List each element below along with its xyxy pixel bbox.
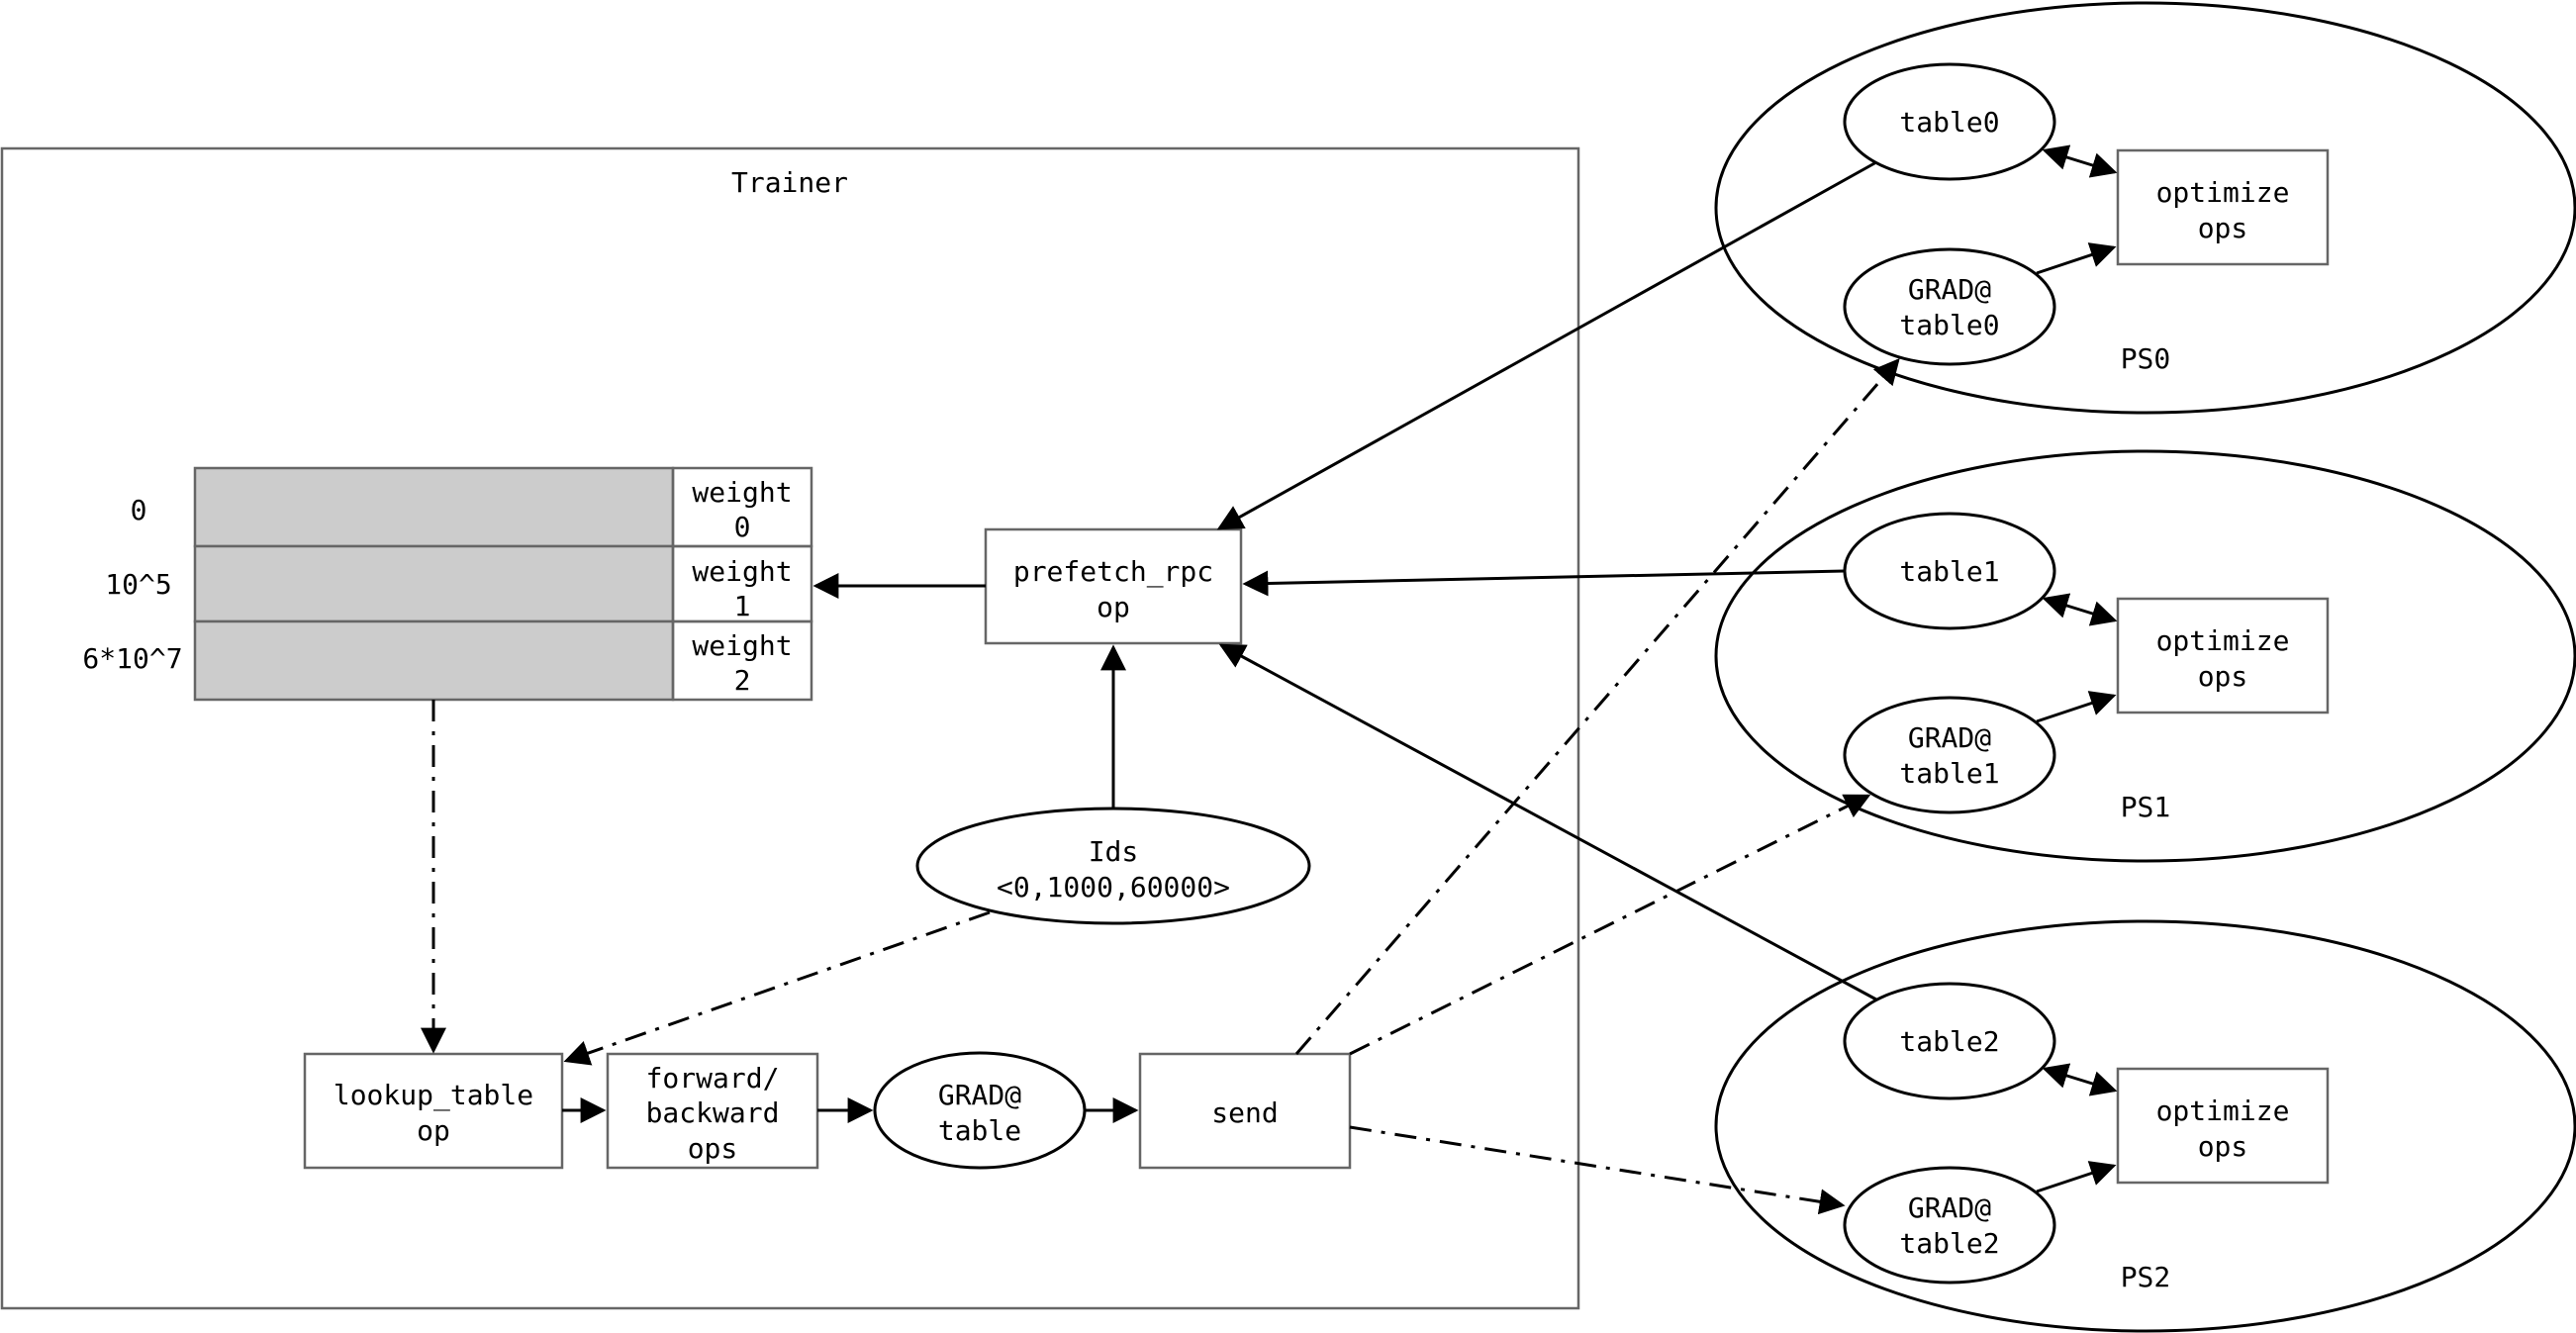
prefetch-rpc-line1: prefetch_rpc — [1013, 555, 1213, 589]
edge-ps0-table-optimize — [2042, 144, 2118, 178]
weight-cell-0-line1: weight — [692, 476, 792, 509]
ps0-grad-ellipse — [1843, 247, 2056, 366]
forward-backward-node: forward/ backward ops — [606, 1052, 819, 1170]
ids-line1: Ids — [1089, 835, 1139, 868]
ids-line2: <0,1000,60000> — [997, 871, 1230, 904]
ps2-grad-line1: GRAD@ — [1908, 1191, 1991, 1224]
row-label-2: 6*10^7 — [82, 642, 182, 675]
lookup-table-node: lookup_table op — [303, 1052, 564, 1170]
lookup-table-line1: lookup_table — [334, 1079, 533, 1112]
edge-ps0-grad-optimize — [2036, 242, 2117, 275]
weight-cell-2-line2: 2 — [734, 664, 751, 697]
ps1-cluster: table1 GRAD@ table1 optimize ops PS1 — [1714, 449, 2576, 863]
trainer-cluster: Trainer — [0, 146, 1580, 1310]
edge-ids-to-lookup — [563, 910, 991, 1066]
ps1-table-label: table1 — [1899, 555, 1999, 588]
ps1-optimize-line2: ops — [2198, 660, 2248, 693]
ps0-cluster: table0 GRAD@ table0 optimize ops PS0 — [1714, 1, 2576, 415]
ps1-optimize-box — [2116, 597, 2330, 714]
ps1-name: PS1 — [2121, 791, 2171, 823]
edge-table0-to-prefetch — [1216, 160, 1877, 530]
ps1-grad-line2: table1 — [1899, 757, 1999, 790]
row-label-0: 0 — [131, 494, 147, 526]
ids-node: Ids <0,1000,60000> — [915, 807, 1311, 925]
prefetch-rpc-node: prefetch_rpc op — [984, 527, 1243, 645]
ps2-grad-ellipse — [1843, 1166, 2056, 1285]
edge-send-to-grad0 — [1294, 358, 1900, 1055]
edge-send-to-grad1 — [1349, 794, 1871, 1056]
ps2-cluster: table2 GRAD@ table2 optimize ops PS2 — [1714, 919, 2576, 1333]
ps2-optimize-box — [2116, 1067, 2330, 1185]
solid-edges — [562, 144, 2118, 1193]
ps2-table-ellipse — [1843, 982, 2056, 1100]
ps0-grad-line1: GRAD@ — [1908, 273, 1991, 306]
ps0-name: PS0 — [2121, 342, 2171, 375]
weight-row-1-bar — [193, 544, 675, 623]
edge-table2-to-prefetch — [1218, 643, 1877, 1001]
edge-send-to-grad2 — [1349, 1125, 1846, 1215]
weights-table: weight 0 weight 1 weight 2 0 10^5 6*10^7 — [82, 466, 813, 702]
send-box — [1138, 1052, 1352, 1170]
ps2-ellipse — [1714, 919, 2576, 1333]
ps0-ellipse — [1714, 1, 2576, 415]
ps2-grad-line2: table2 — [1899, 1227, 1999, 1260]
lookup-table-line2: op — [417, 1114, 450, 1147]
row-label-1: 10^5 — [105, 568, 171, 601]
weight-cell-1-line1: weight — [692, 555, 792, 588]
weight-row-0-bar — [193, 466, 675, 548]
edge-ps2-table-optimize — [2042, 1063, 2118, 1096]
ps0-optimize-box — [2116, 148, 2330, 266]
weight-cell-1-line2: 1 — [734, 590, 751, 622]
edge-ps2-grad-optimize — [2036, 1161, 2117, 1193]
ps0-optimize-line1: optimize — [2156, 176, 2290, 209]
ps2-optimize-line2: ops — [2198, 1130, 2248, 1163]
edge-table1-to-prefetch — [1242, 569, 1846, 597]
weight-cell-2-line1: weight — [692, 629, 792, 662]
ps1-grad-line1: GRAD@ — [1908, 721, 1991, 754]
weight-row-2-bar — [193, 619, 675, 702]
dashed-edges — [421, 358, 1900, 1215]
ps0-table-ellipse — [1843, 62, 2056, 181]
trainer-title: Trainer — [731, 166, 848, 199]
edge-ps1-grad-optimize — [2036, 691, 2117, 723]
grad-table-line1: GRAD@ — [938, 1079, 1021, 1111]
prefetch-rpc-line2: op — [1097, 591, 1130, 623]
trainer-frame — [0, 146, 1580, 1310]
ps1-grad-ellipse — [1843, 696, 2056, 814]
forward-backward-line3: ops — [688, 1132, 738, 1165]
ps1-optimize-line1: optimize — [2156, 624, 2290, 657]
ps1-ellipse — [1714, 449, 2576, 863]
forward-backward-line1: forward/ — [646, 1062, 780, 1095]
send-node: send — [1138, 1052, 1352, 1170]
send-label: send — [1211, 1096, 1278, 1129]
edge-ps1-table-optimize — [2042, 593, 2118, 626]
weight-cell-2 — [671, 619, 813, 702]
grad-table-line2: table — [938, 1114, 1021, 1147]
ps0-grad-line2: table0 — [1899, 309, 1999, 341]
ps2-name: PS2 — [2121, 1261, 2171, 1293]
forward-backward-line2: backward — [646, 1096, 780, 1129]
ps2-optimize-line1: optimize — [2156, 1095, 2290, 1127]
grad-table-node: GRAD@ table — [873, 1051, 1087, 1170]
ps0-optimize-line2: ops — [2198, 212, 2248, 244]
weight-cell-0-line2: 0 — [734, 511, 751, 543]
ps0-table-label: table0 — [1899, 106, 1999, 139]
ps2-table-label: table2 — [1899, 1025, 1999, 1058]
